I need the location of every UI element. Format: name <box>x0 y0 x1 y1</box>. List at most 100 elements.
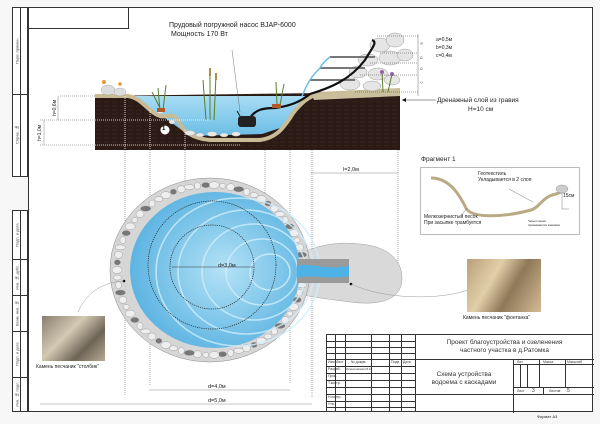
tb-row-checked: Пров. <box>328 374 338 378</box>
tb-row-approved: Утв. <box>328 402 335 406</box>
format-label: Формат А3 <box>537 414 558 419</box>
depth-h10: h=1,0м <box>37 124 44 142</box>
stone <box>274 211 286 217</box>
stone <box>118 296 128 304</box>
section-water <box>130 96 312 136</box>
tb-sheet-value: 3 <box>532 388 535 394</box>
stone <box>136 322 144 330</box>
cascade-letter-a: a <box>418 42 424 45</box>
stone <box>115 281 122 289</box>
title-block: Изм. Лист № докум. Подп. Дата Разраб. Пр… <box>326 334 594 413</box>
pump <box>238 116 256 127</box>
dim-stream-length: l=2,0м <box>343 167 359 173</box>
stone <box>202 352 209 358</box>
stone <box>209 351 220 359</box>
tb-row-developer: Разраб. <box>328 367 341 371</box>
circle-d3 <box>169 224 255 310</box>
stone <box>263 333 273 340</box>
photo-stone-flagstone <box>467 259 541 312</box>
stone <box>170 189 177 195</box>
plan-view <box>40 172 469 405</box>
stone <box>226 183 235 191</box>
stone <box>193 350 202 358</box>
stone <box>160 191 172 199</box>
stone <box>147 332 157 341</box>
stone <box>219 183 226 189</box>
stone <box>233 348 244 354</box>
stone <box>184 184 195 190</box>
tb-mass-label: Масса <box>543 360 554 364</box>
cross-section <box>40 32 436 150</box>
stone <box>293 237 301 243</box>
side-stamp-top: Перв. примен. Справ. № <box>12 7 28 177</box>
geotextile-line2: Укладывается в 2 слоя <box>478 177 532 183</box>
stone <box>227 349 234 357</box>
bank-flowers <box>102 80 122 86</box>
cascade-dim-c: c=0,4м <box>436 53 452 59</box>
fragment-note-line2: прижимаются камнями <box>528 223 560 227</box>
plan-water <box>130 192 300 348</box>
cascade-dim-b: b=0,3м <box>436 45 453 51</box>
fragment-marker <box>160 125 170 135</box>
stone <box>115 289 126 296</box>
cascade-dim-lines <box>355 35 418 93</box>
stone <box>125 309 136 318</box>
cattail-heads <box>209 68 217 80</box>
cascade-letter-b2: b <box>418 67 424 70</box>
fragment-marker-label: 1 <box>162 126 166 132</box>
bank-rocks <box>100 84 127 97</box>
stone <box>243 188 250 196</box>
circle-d4 <box>147 200 277 330</box>
tb-developer-name: Осмоловская М.К. <box>346 367 372 371</box>
depth-dim-lines <box>95 96 240 150</box>
stone <box>184 350 195 356</box>
stone <box>233 186 244 192</box>
tb-sheet-label: Лист <box>517 388 525 393</box>
fragment-box <box>420 167 580 235</box>
cascade-letter-c: c <box>418 81 424 84</box>
stone <box>140 205 151 212</box>
stone <box>218 351 227 357</box>
tb-drawing-line2: водоема с каскадами <box>431 379 497 386</box>
depth-h06: h=0,6м <box>52 99 59 117</box>
tb-project-line2: частного участка в д.Ратомка <box>459 347 549 354</box>
stone <box>135 210 145 218</box>
cascade-letter-b1: b <box>418 56 424 59</box>
pump-hose <box>249 38 376 119</box>
drainage-gravel <box>312 88 400 100</box>
tb-header-docno: № докум. <box>351 360 367 364</box>
waterfall <box>301 56 331 97</box>
stone <box>140 328 151 335</box>
pump-label-line2: Мощность 170 Вт <box>171 31 228 38</box>
sand-line2: При засыпке трамбуется <box>424 220 482 226</box>
tb-header-sign: Подп. <box>391 360 401 364</box>
tb-sheets-label: Листов <box>549 388 561 393</box>
tb-header-change: Изм. <box>328 360 336 364</box>
tb-header-sheet: Лист <box>336 360 344 364</box>
stone <box>249 192 259 198</box>
stone <box>111 266 123 274</box>
photo-stone-column <box>42 316 105 361</box>
dim-d3: d=3,0м <box>218 263 236 269</box>
stone <box>286 310 293 317</box>
stone <box>148 199 156 208</box>
stone <box>114 259 121 266</box>
sand-line1: Мелкозернистый песок <box>424 214 478 220</box>
tb-project-line1: Проект благоустройства и озеленения <box>446 339 563 346</box>
stone <box>201 182 210 188</box>
stone <box>177 185 186 193</box>
side-stamp-bottom: Подп. и дата Инв. № дубл. Взам. инв. № П… <box>12 210 28 412</box>
geotextile-line1: Геотекстиль <box>478 171 507 177</box>
stone <box>114 251 123 259</box>
tb-row-tech-control: Т.контр. <box>328 381 341 385</box>
pump-label-line1: Прудовый погружной насос BJAP-6000 <box>169 22 296 29</box>
tb-header-date: Дата <box>403 360 411 364</box>
stone <box>178 347 185 355</box>
stone <box>154 196 163 202</box>
stone <box>119 236 127 244</box>
dim-d4: d=4,0м <box>208 384 226 390</box>
stone <box>169 345 178 351</box>
fragment-note-line1: *края пленки <box>528 219 546 223</box>
stone <box>155 338 162 344</box>
